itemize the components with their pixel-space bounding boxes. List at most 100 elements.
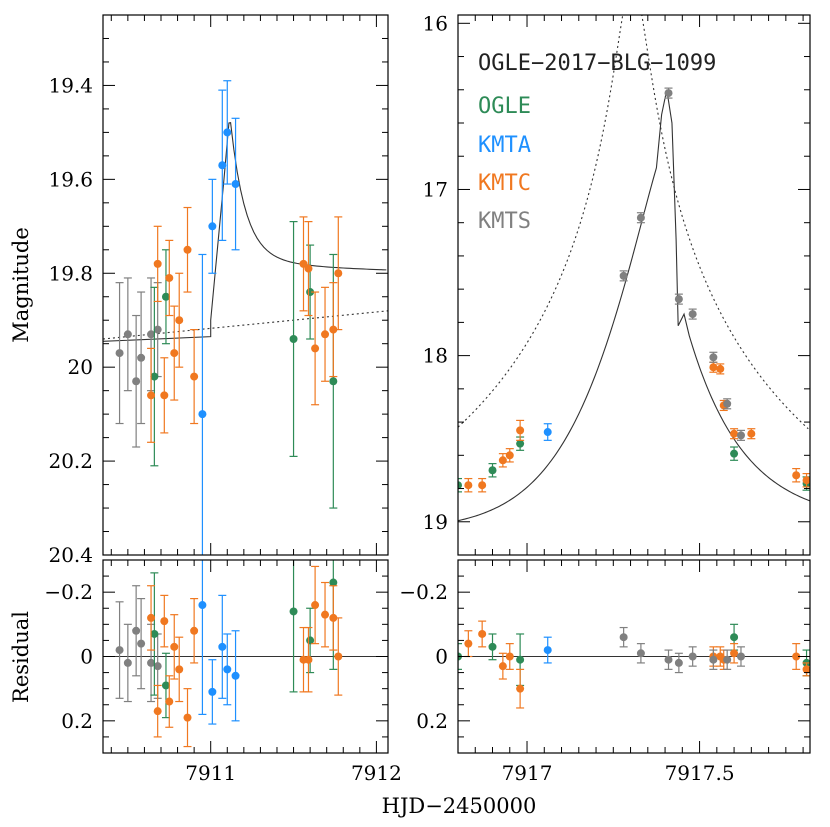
data-point-kmtc [165,273,174,282]
series-kmtc [464,361,810,493]
legend-entry-kmta: KMTA [478,133,531,158]
data-point-kmtc [802,665,810,674]
data-point-kmts [132,377,141,386]
data-point-kmta [223,128,232,137]
series-kmts [115,277,162,448]
series-kmtc [147,565,343,748]
series-ogle [458,436,810,493]
binary-lens-model-curve [458,89,810,522]
data-point-kmts [137,353,146,362]
series-ogle [150,560,338,719]
data-point-kmtc [183,245,192,254]
data-point-ogle [289,335,298,343]
single-lens-model-line [103,310,388,340]
series-kmts [619,626,745,674]
x-tick-label: 7911 [185,761,236,785]
data-point-kmtc [334,652,343,661]
data-point-kmtc [478,481,487,490]
data-point-kmtc [321,610,330,619]
data-point-kmts [709,655,718,664]
data-point-kmts [674,295,683,304]
x-tick-label: 7912 [351,761,402,785]
data-point-ogle [289,607,298,616]
data-point-kmts [123,330,132,339]
y-tick-label: 0 [435,645,448,669]
data-point-kmtc [516,684,525,693]
x-tick-label: 7917 [502,761,553,785]
data-point-kmta [218,642,227,651]
data-point-kmtc [183,713,192,722]
data-point-kmtc [311,344,320,353]
data-point-kmta [231,180,240,189]
data-point-kmta [218,161,227,170]
plot-area [458,620,810,709]
data-point-kmtc [329,613,338,622]
y-tick-label: 17 [423,177,448,201]
y-tick-label: 20.2 [48,449,93,473]
y-axis-label-magnitude: Magnitude [9,227,33,343]
data-point-kmtc [498,662,507,671]
data-point-kmtc [321,330,330,339]
x-tick-label: 7917.5 [665,761,735,785]
panel-frame [102,14,389,556]
data-point-kmts [636,213,645,222]
data-point-ogle [488,466,497,475]
plot-area [103,80,388,555]
legend-entry-kmtc: KMTC [478,171,531,196]
data-point-ogle [150,372,159,381]
data-point-kmtc [299,259,308,268]
y-tick-label: 0.2 [61,709,93,733]
data-point-ogle [161,292,170,301]
y-tick-label: 20.4 [48,543,93,567]
data-point-kmts [147,330,156,339]
data-point-kmta [208,687,217,696]
data-point-ogle [516,655,525,664]
binary-lens-model-curve [103,121,387,342]
data-point-kmtc [464,639,473,648]
data-point-kmtc [329,325,338,334]
data-point-kmtc [311,601,320,610]
data-point-kmtc [709,363,718,372]
legend-entry-kmts: KMTS [478,209,531,234]
data-point-kmtc [165,697,174,706]
y-tick-label: 19.4 [48,73,93,97]
data-point-kmts [736,652,745,661]
y-tick-label: 18 [423,344,448,368]
data-point-kmts [736,431,745,440]
legend: OGLE−2017−BLG−1099 OGLE KMTA KMTC KMTS [478,51,716,234]
data-point-kmts [723,399,732,408]
plot-area [458,15,810,522]
data-point-kmta [543,428,552,437]
data-point-kmtc [792,652,801,661]
data-point-ogle [516,439,525,448]
data-point-kmtc [153,707,162,716]
data-point-kmtc [190,372,199,381]
data-point-ogle [161,681,170,690]
y-tick-label: 16 [423,11,448,35]
y-tick-label: 19 [423,510,448,534]
series-kmta [198,560,240,725]
series-kmta [543,423,552,441]
data-point-kmts [153,662,162,671]
data-point-kmts [664,655,673,664]
y-tick-label: 19.8 [48,261,93,285]
y-axis-label-residual: Residual [9,611,33,703]
y-tick-label: 20 [68,355,93,379]
data-point-kmtc [334,269,343,278]
plot-area [103,560,388,748]
x-axis-label: HJD−2450000 [382,794,537,818]
data-point-ogle [329,377,338,386]
series-kmta [198,80,240,555]
data-point-kmta [231,671,240,680]
data-point-kmts [688,652,697,661]
data-point-ogle [150,629,159,638]
data-point-kmtc [170,642,179,651]
data-point-kmtc [304,264,313,273]
data-point-kmtc [147,613,156,622]
data-point-ogle [458,481,462,490]
data-point-ogle [730,449,739,458]
data-point-kmta [208,222,217,231]
data-point-kmtc [802,476,810,485]
